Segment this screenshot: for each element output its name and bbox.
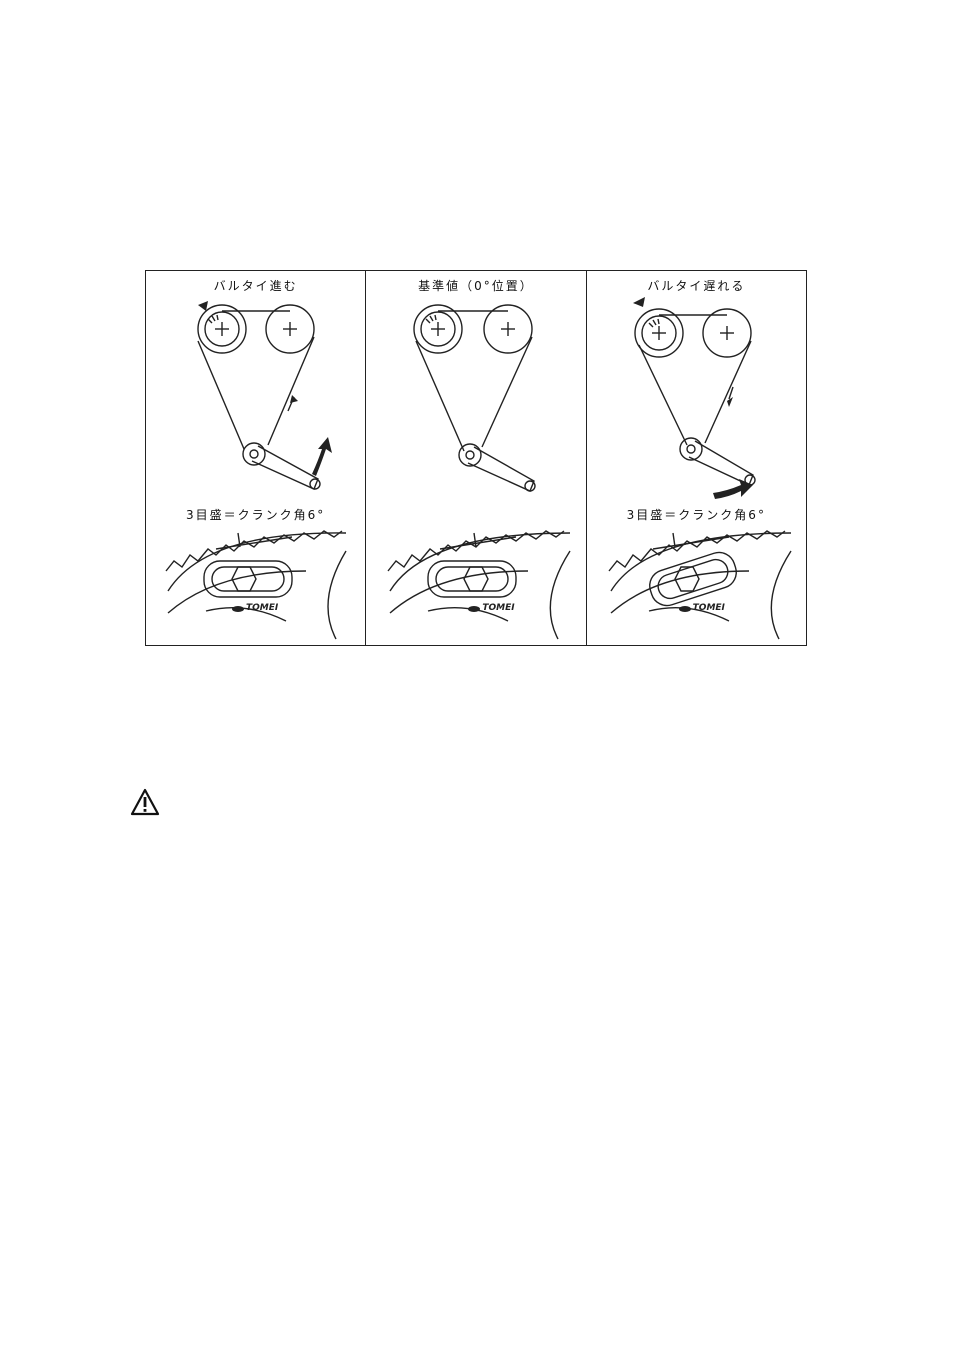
panel-title: 基準値（0°位置） [418,279,534,293]
belt-diagram [387,304,571,640]
brand-logo: TOMEI [692,603,725,613]
cam-pulley-left [197,304,247,354]
crank-pulley [242,442,266,466]
panel-title: バルタイ遅れる [647,279,746,293]
warning-triangle-icon [130,788,160,816]
brand-logo: TOMEI [246,603,279,613]
panel-advance: バルタイ進む [146,271,367,645]
brand-logo: TOMEI [482,603,515,613]
valve-timing-figure: バルタイ進む [145,270,807,646]
cam-pulley-right [265,304,315,354]
panel-neutral: 基準値（0°位置） [366,271,587,645]
cam-pulley-left [413,304,464,354]
cam-pulley-left [633,308,684,358]
panel-title: バルタイ進む [213,279,298,293]
crank-pulley [678,437,703,461]
scale-note: 3目盛＝クランク角6° [186,508,326,522]
belt-diagram [608,297,792,640]
panel-retard: バルタイ遅れる [587,271,806,645]
cam-pulley-right [483,304,534,354]
scale-note: 3目盛＝クランク角6° [626,508,766,522]
cam-pulley-right [701,308,752,358]
belt-diagram [165,301,347,640]
crank-pulley [458,443,483,467]
